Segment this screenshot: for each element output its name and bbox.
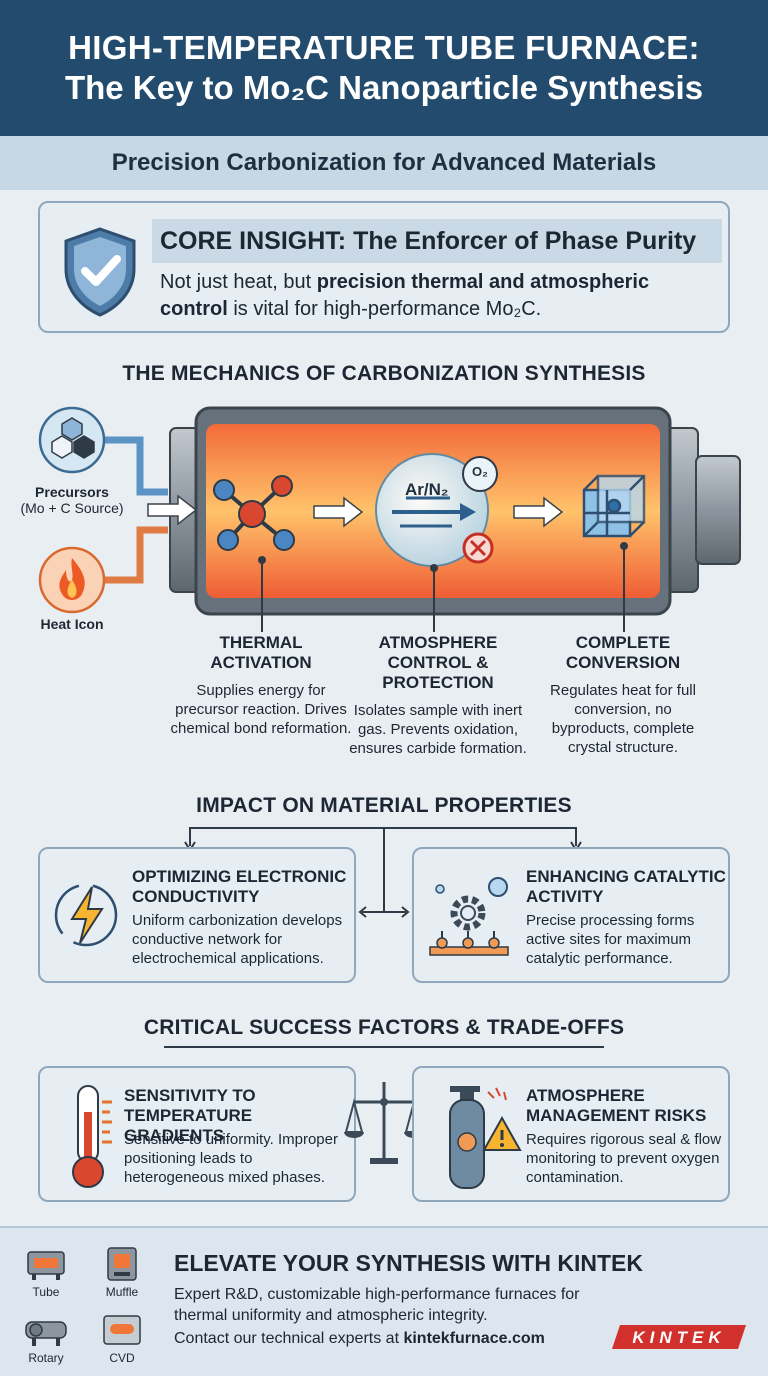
card-title: OPTIMIZING ELECTRONIC CONDUCTIVITY	[132, 867, 347, 906]
card-title: SENSITIVITY TO TEMPERATURE GRADIENTS	[124, 1086, 256, 1145]
tube-furnace-icon	[27, 1251, 65, 1280]
core-insight-panel: CORE INSIGHT: The Enforcer of Phase Puri…	[38, 201, 730, 333]
product-rotary[interactable]: Rotary	[16, 1312, 76, 1365]
thermometer-icon	[72, 1085, 112, 1188]
card-catalytic-activity: ENHANCING CATALYTIC ACTIVITY Precise pro…	[412, 847, 730, 983]
core-title-bar	[152, 219, 722, 263]
footer-description: Expert R&D, customizable high-performanc…	[174, 1286, 580, 1324]
precursors-label: Precursors (Mo + C Source)	[20, 484, 124, 516]
precursors-title: Precursors	[35, 484, 109, 500]
product-cvd[interactable]: CVD	[92, 1312, 152, 1365]
step-thermal-activation: THERMAL ACTIVATION Supplies energy for p…	[168, 633, 354, 738]
catalyst-gear-icon	[429, 877, 509, 956]
muffle-furnace-icon	[107, 1247, 137, 1281]
page-subtitle: Precision Carbonization for Advanced Mat…	[0, 136, 768, 190]
heat-icon-label: Heat Icon	[40, 616, 104, 632]
card-desc: Uniform carbonization develops conductiv…	[132, 912, 343, 967]
impact-connector	[184, 827, 582, 918]
core-text-post: is vital for high-performance Mo₂C.	[227, 298, 542, 320]
card-desc: Sensitive to uniformity. Improper positi…	[124, 1131, 338, 1186]
gas-label: Ar/N₂	[405, 480, 449, 499]
product-tube[interactable]: Tube	[16, 1246, 76, 1299]
kintek-logo[interactable]: KINTEK	[612, 1325, 746, 1349]
precursors-sub: (Mo + C Source)	[20, 500, 124, 516]
rotary-furnace-icon	[25, 1321, 67, 1346]
title-banner: HIGH-TEMPERATURE TUBE FURNACE: The Key t…	[0, 0, 768, 136]
core-text: Not just heat, but precision thermal and…	[160, 269, 700, 323]
card-desc: Requires rigorous seal & flow monitoring…	[526, 1131, 722, 1186]
product-label: Tube	[32, 1285, 60, 1299]
step-desc: Isolates sample with inert gas. Prevents…	[349, 702, 527, 757]
oxygen-label: O₂	[472, 464, 488, 479]
product-label: Muffle	[105, 1285, 139, 1299]
footer-cta: Tube Muffle Rotary CVD ELEVATE YOUR SYNT…	[0, 1226, 768, 1376]
card-title: ATMOSPHERE MANAGEMENT RISKS	[526, 1086, 707, 1125]
page-title-line1: HIGH-TEMPERATURE TUBE FURNACE:	[68, 29, 700, 66]
step-desc: Regulates heat for full conversion, no b…	[550, 682, 696, 756]
contact-link[interactable]: kintekfurnace.com	[403, 1330, 545, 1347]
logo-text: KINTEK	[632, 1328, 725, 1347]
card-electronic-conductivity: OPTIMIZING ELECTRONIC CONDUCTIVITY Unifo…	[38, 847, 356, 983]
card-desc: Precise processing forms active sites fo…	[526, 912, 695, 967]
step-title: COMPLETE CONVERSION	[565, 633, 681, 672]
contact-text: Contact our technical experts at	[174, 1330, 404, 1347]
molecule-icon	[213, 475, 295, 551]
mechanics-heading: THE MECHANICS OF CARBONIZATION SYNTHESIS	[122, 362, 646, 385]
gas-cylinder-warning-icon	[449, 1086, 522, 1189]
card-title: ENHANCING CATALYTIC ACTIVITY	[526, 867, 726, 906]
product-label: Rotary	[28, 1351, 64, 1365]
footer-title: ELEVATE YOUR SYNTHESIS WITH KINTEK	[174, 1250, 643, 1276]
step-atmosphere-control: ATMOSPHERE CONTROL & PROTECTION Isolates…	[338, 633, 538, 758]
lightning-bolt-icon	[54, 883, 118, 947]
core-text-pre: Not just heat, but	[160, 271, 317, 293]
card-temperature-gradients: SENSITIVITY TO TEMPERATURE GRADIENTS Sen…	[38, 1066, 356, 1202]
step-complete-conversion: COMPLETE CONVERSION Regulates heat for f…	[534, 633, 712, 757]
impact-heading: IMPACT ON MATERIAL PROPERTIES	[196, 794, 572, 817]
step-title: ATMOSPHERE CONTROL & PROTECTION	[378, 633, 498, 692]
core-text-bold: precision thermal and atmospheric contro…	[160, 271, 650, 320]
step-title: THERMAL ACTIVATION	[210, 633, 312, 672]
footer-contact: Contact our technical experts at kintekf…	[174, 1330, 545, 1348]
shield-check-icon	[64, 227, 136, 317]
factors-underline	[164, 1046, 604, 1048]
crystal-lattice-icon	[582, 474, 646, 538]
page-title-line2: The Key to Mo₂C Nanoparticle Synthesis	[64, 69, 704, 106]
card-atmosphere-risks: ATMOSPHERE MANAGEMENT RISKS Requires rig…	[412, 1066, 730, 1202]
tube-furnace-diagram	[38, 406, 741, 632]
product-muffle[interactable]: Muffle	[92, 1246, 152, 1299]
factors-heading: CRITICAL SUCCESS FACTORS & TRADE-OFFS	[143, 1016, 625, 1039]
product-label: CVD	[109, 1351, 135, 1365]
step-desc: Supplies energy for precursor reaction. …	[170, 682, 352, 737]
core-title: CORE INSIGHT: The Enforcer of Phase Puri…	[160, 227, 697, 255]
cvd-furnace-icon	[103, 1315, 141, 1345]
